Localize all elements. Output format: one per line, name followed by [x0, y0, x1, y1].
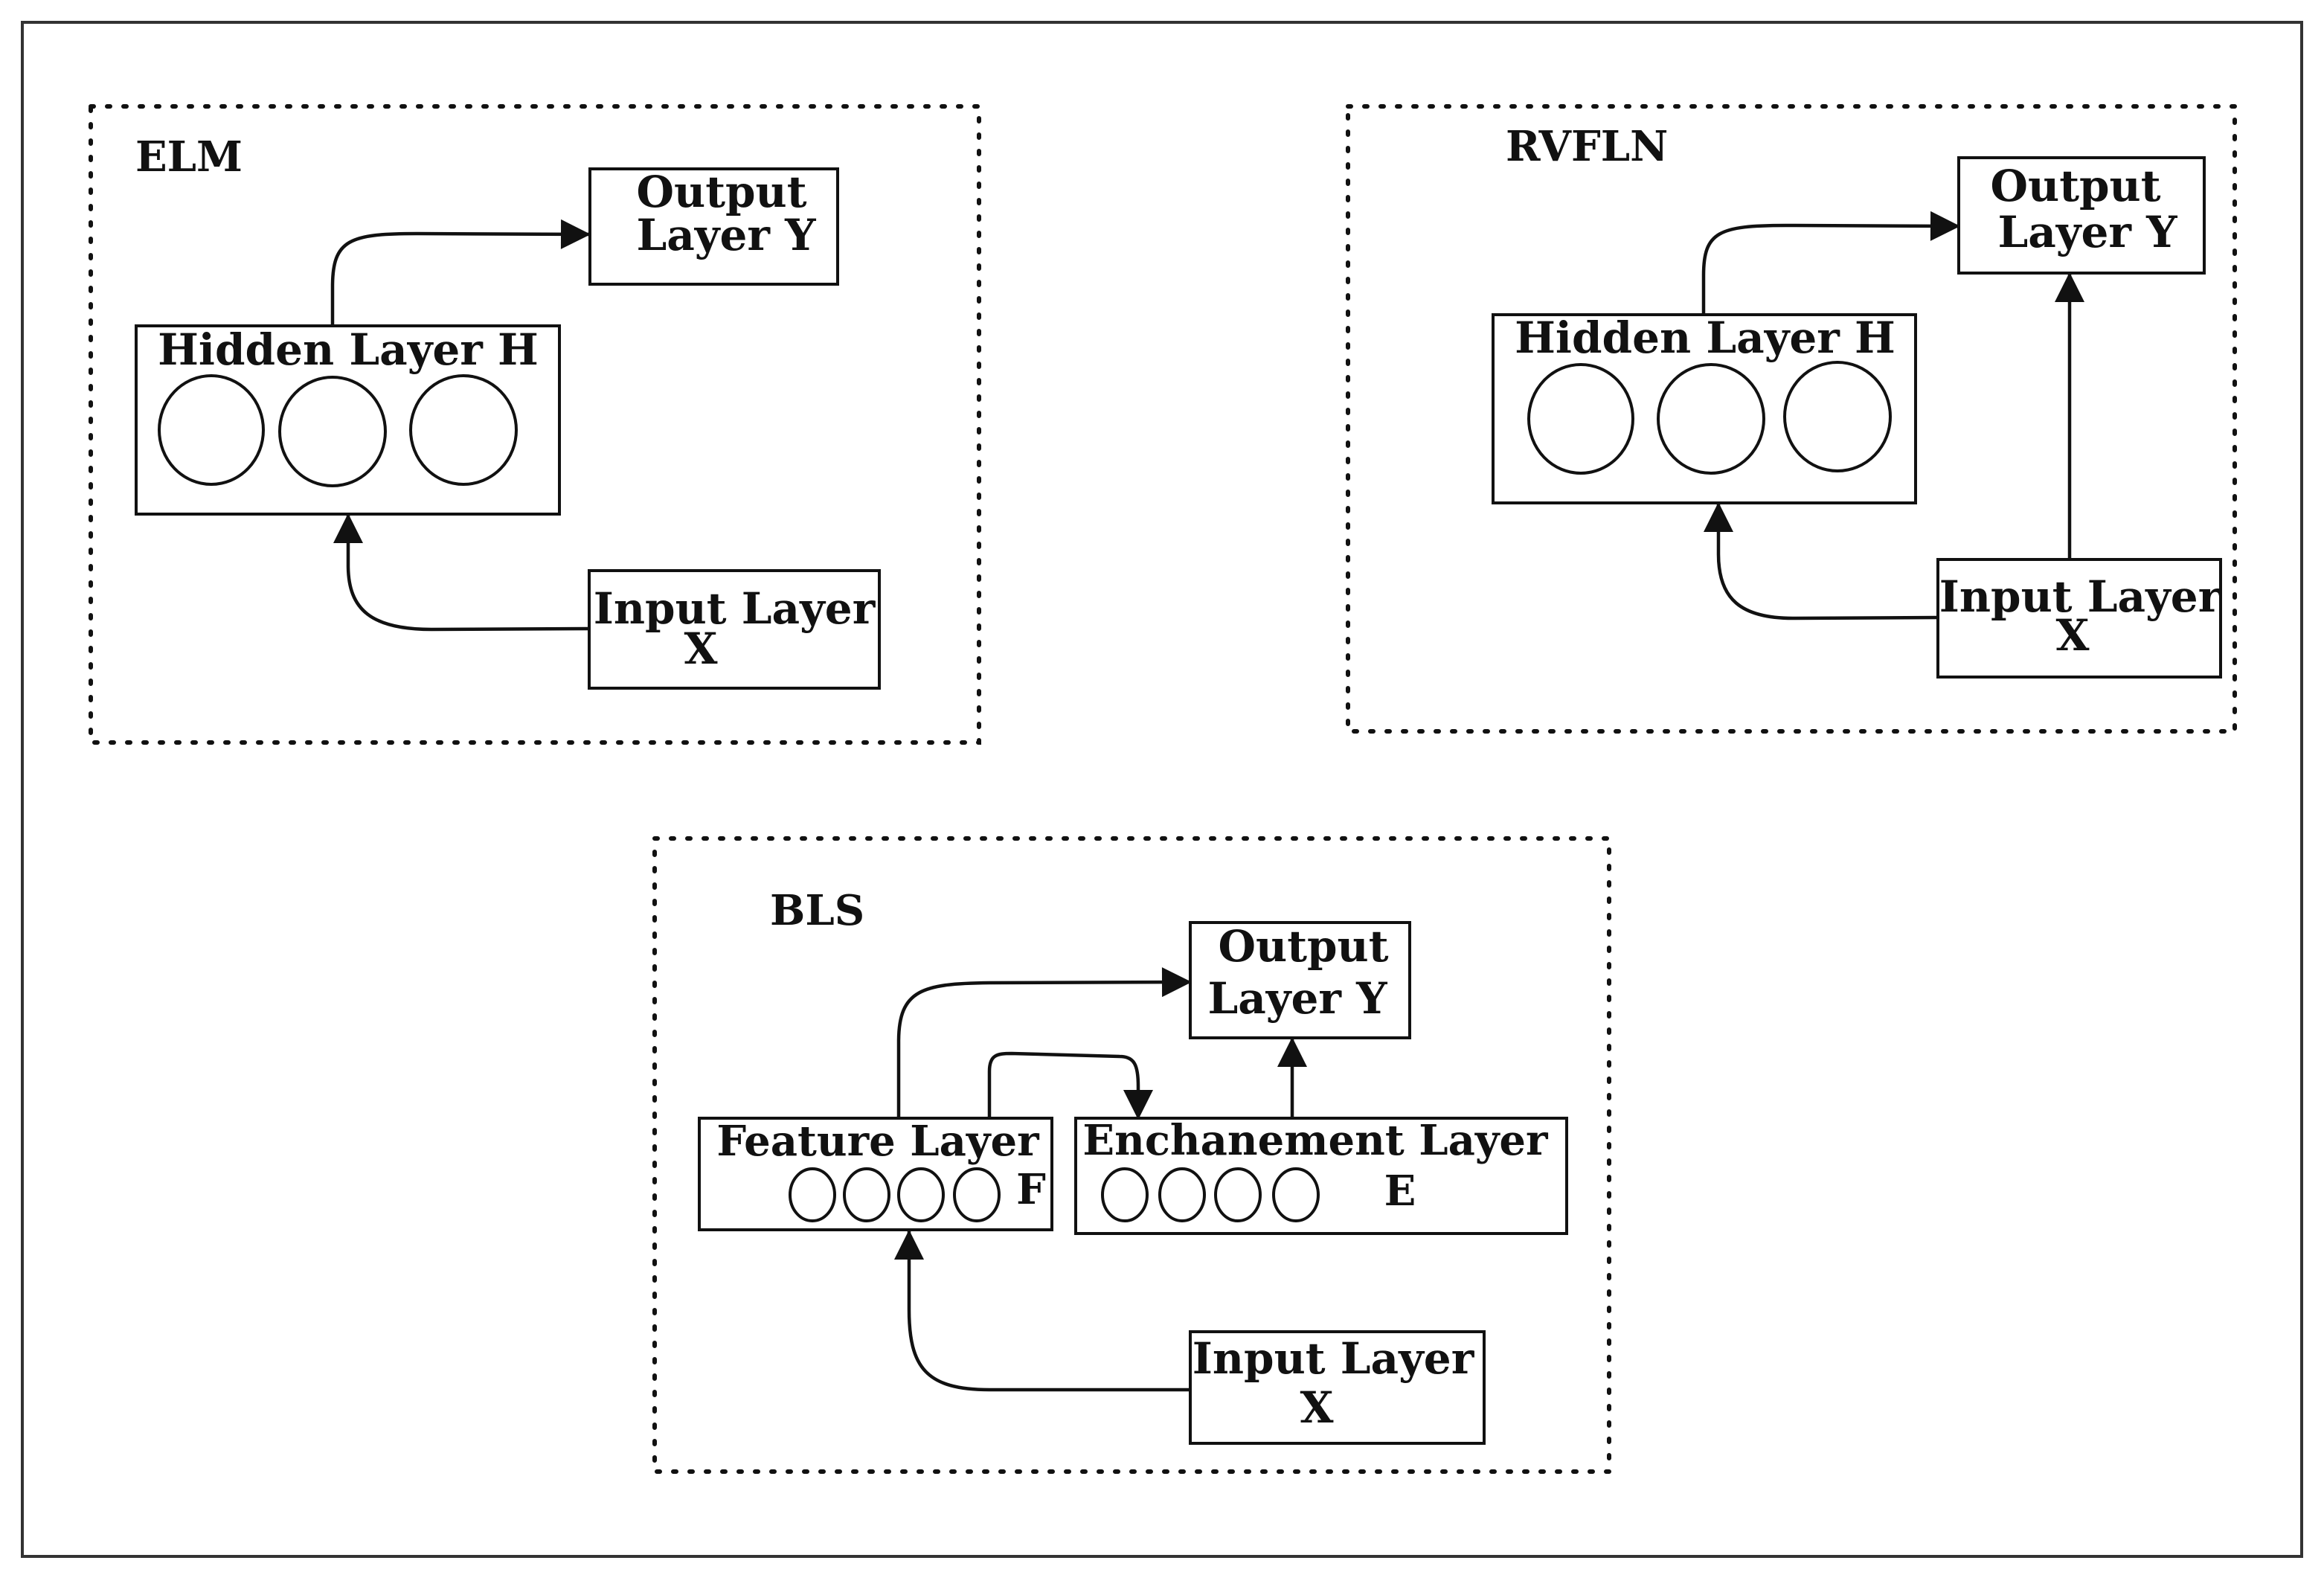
rvfln-output-label-line1: Output	[1991, 161, 2161, 211]
bls-panel-title: BLS	[770, 886, 864, 935]
elm-hidden-node	[409, 374, 518, 486]
bls-output-layer: Output Layer Y	[1189, 921, 1411, 1039]
elm-panel: ELM Output Layer Y Hidden Layer H Input …	[89, 104, 981, 745]
rvfln-input-layer: Input Layer X	[1936, 558, 2222, 679]
rvfln-edge-hidden-to-output	[1701, 211, 1960, 315]
elm-input-label-line2: X	[684, 623, 717, 674]
bls-input-label-line1: Input Layer	[1193, 1333, 1475, 1384]
rvfln-input-label-line2: X	[2055, 610, 2089, 661]
bls-feature-node	[897, 1167, 945, 1222]
rvfln-hidden-label: Hidden Layer H	[1515, 312, 1896, 363]
bls-enhancement-node	[1214, 1167, 1262, 1222]
rvfln-output-label-line2: Layer Y	[1997, 207, 2177, 257]
bls-enhancement-label: Enchanement Layer	[1082, 1116, 1549, 1165]
rvfln-hidden-layer: Hidden Layer H	[1492, 312, 1917, 504]
bls-input-layer: Input Layer X	[1189, 1330, 1486, 1445]
elm-output-layer: Output Layer Y	[588, 167, 839, 286]
elm-hidden-node	[158, 374, 265, 486]
elm-edge-input-to-hidden	[333, 513, 590, 632]
elm-panel-border	[89, 104, 981, 745]
elm-hidden-layer: Hidden Layer H	[135, 324, 561, 516]
bls-feature-node	[843, 1167, 890, 1222]
bls-feature-symbol: F	[1016, 1165, 1046, 1214]
elm-output-label-line1: Output	[637, 167, 807, 217]
bls-panel: BLS Output Layer Y Feature Layer F Encha…	[652, 836, 1611, 1474]
elm-output-label-line2: Layer Y	[636, 210, 816, 260]
bls-feature-node	[953, 1167, 1001, 1222]
elm-panel-title: ELM	[135, 132, 243, 182]
bls-feature-label: Feature Layer	[716, 1117, 1040, 1166]
rvfln-output-layer: Output Layer Y	[1957, 156, 2206, 275]
bls-output-label-line2: Layer Y	[1207, 973, 1387, 1024]
rvfln-panel: RVFLN Output Layer Y Hidden Layer H Inpu…	[1346, 104, 2237, 734]
bls-enhancement-node	[1158, 1167, 1206, 1222]
bls-enhancement-symbol: E	[1384, 1167, 1416, 1216]
outer-frame	[21, 21, 2303, 1558]
rvfln-panel-title: RVFLN	[1506, 122, 1668, 171]
bls-feature-node	[789, 1167, 836, 1222]
bls-edge-feature-to-enhancement	[987, 1051, 1153, 1120]
elm-hidden-label: Hidden Layer H	[158, 324, 539, 375]
rvfln-hidden-node	[1657, 363, 1765, 475]
bls-enhancement-node	[1101, 1167, 1149, 1222]
rvfln-edge-input-to-hidden	[1704, 502, 1939, 620]
bls-input-label-line2: X	[1300, 1382, 1333, 1433]
bls-enhancement-layer: Enchanement Layer E	[1074, 1116, 1568, 1235]
rvfln-hidden-node	[1527, 363, 1634, 475]
bls-feature-layer: Feature Layer F	[698, 1117, 1053, 1231]
elm-input-label-line1: Input Layer	[594, 583, 876, 634]
bls-output-label-line1: Output	[1219, 921, 1389, 972]
rvfln-panel-border	[1346, 104, 2237, 734]
elm-input-layer: Input Layer X	[588, 569, 881, 690]
elm-hidden-node	[278, 376, 387, 487]
bls-panel-border	[652, 836, 1611, 1474]
bls-enhancement-node	[1272, 1167, 1320, 1222]
bls-edge-feature-to-output	[896, 967, 1192, 1118]
bls-edge-input-to-feature	[894, 1230, 1190, 1392]
rvfln-input-label-line1: Input Layer	[1939, 571, 2222, 622]
rvfln-hidden-node	[1783, 361, 1892, 472]
elm-edge-hidden-to-output	[330, 219, 591, 326]
